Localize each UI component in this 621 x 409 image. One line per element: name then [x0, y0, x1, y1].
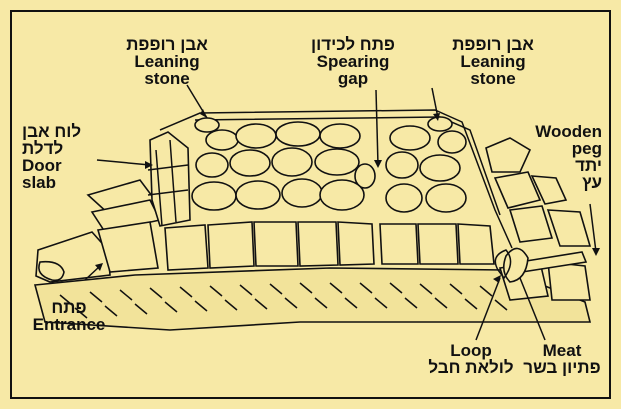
- label-loop-hebrew: לולאת חבל: [416, 359, 526, 376]
- label-meat: Meat פתיון בשר: [512, 342, 612, 376]
- label-spearing-gap-en2: gap: [298, 70, 408, 87]
- label-leaning-stone-left: אבן רופפת Leaning stone: [112, 36, 222, 87]
- label-meat-en: Meat: [512, 342, 612, 359]
- label-leaning-left-en1: Leaning: [112, 53, 222, 70]
- label-meat-hebrew: פתיון בשר: [512, 359, 612, 376]
- label-door-slab-hebrew1: לוח אבן: [22, 123, 102, 140]
- label-entrance-en: Entrance: [24, 316, 114, 333]
- label-leaning-right-en1: Leaning: [438, 53, 548, 70]
- label-spearing-gap-en1: Spearing: [298, 53, 408, 70]
- label-leaning-left-en2: stone: [112, 70, 222, 87]
- label-leaning-right-en2: stone: [438, 70, 548, 87]
- label-wooden-peg: Wooden peg יתד עץ: [512, 123, 602, 191]
- label-entrance: פתח Entrance: [24, 299, 114, 333]
- label-spearing-gap: פתח לכידון Spearing gap: [298, 36, 408, 87]
- label-door-slab-en2: slab: [22, 174, 102, 191]
- label-wooden-peg-hebrew1: יתד: [512, 157, 602, 174]
- label-spearing-gap-hebrew: פתח לכידון: [298, 36, 408, 53]
- label-door-slab-hebrew2: לדלת: [22, 140, 102, 157]
- label-wooden-peg-en1: Wooden: [512, 123, 602, 140]
- label-door-slab-en1: Door: [22, 157, 102, 174]
- label-loop: Loop לולאת חבל: [416, 342, 526, 376]
- label-leaning-left-hebrew: אבן רופפת: [112, 36, 222, 53]
- label-loop-en: Loop: [416, 342, 526, 359]
- label-leaning-stone-right: אבן רופפת Leaning stone: [438, 36, 548, 87]
- label-door-slab: לוח אבן לדלת Door slab: [22, 123, 102, 191]
- label-entrance-hebrew: פתח: [24, 299, 114, 316]
- label-wooden-peg-hebrew2: עץ: [512, 174, 602, 191]
- label-leaning-right-hebrew: אבן רופפת: [438, 36, 548, 53]
- label-wooden-peg-en2: peg: [512, 140, 602, 157]
